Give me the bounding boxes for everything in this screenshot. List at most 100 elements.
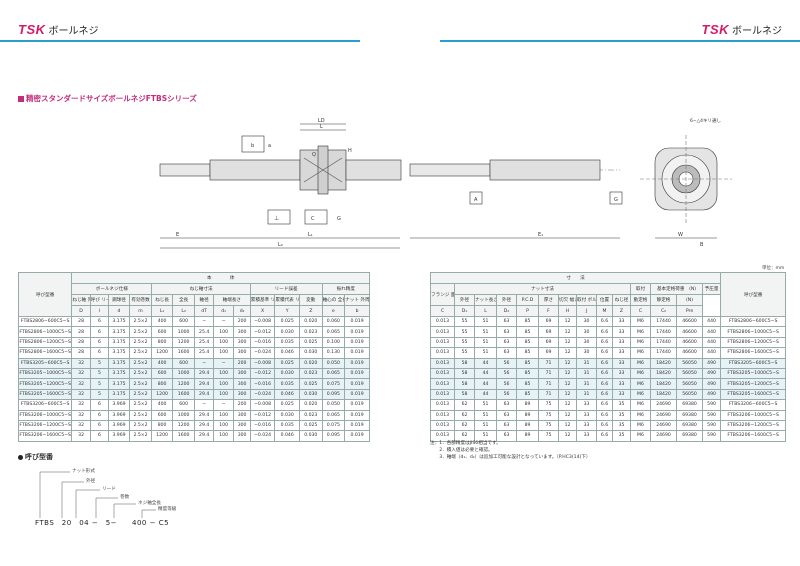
table-cell: 300 [233,367,251,380]
table-cell: 28 [71,336,91,349]
col-header: ねじ軸 外径 [71,294,91,306]
table-cell: 0.013 [430,378,455,390]
table-cell: 69 [538,336,559,349]
col-symbol: L [474,305,497,317]
col-header: 厚さ [538,294,559,306]
table-cell: 200 [233,315,251,328]
col-symbol: J [576,305,597,317]
table-cell: 6.6 [596,367,613,380]
square-bullet-icon [18,95,24,102]
col-symbol: Z [299,305,323,317]
table-cell: 62 [454,409,475,421]
table-cell: 0.013 [430,347,455,359]
table-cell: 0.060 [321,315,346,328]
table-cell: 0.035 [274,336,300,349]
table-cell: 33 [576,419,597,432]
table-cell: − [194,357,214,369]
col-header: 軸端長さ [212,294,251,306]
table-cell: 590 [701,399,722,411]
table-cell: 0.035 [274,419,300,432]
table-cell: 0.019 [344,419,370,432]
table-cell: 55 [454,315,475,328]
table-cell: FTBS3206−600C5−S [720,399,787,411]
table-cell: 12 [558,347,577,359]
table-cell: 25.4 [194,336,214,349]
table-cell: 33 [612,347,631,359]
table-cell: 0.095 [321,388,346,401]
table-cell: 0.030 [299,430,323,442]
label-outer-dia: 外径 [86,479,96,484]
dim-e1: E₁ [538,232,543,238]
table-cell: FTBS2806−1000C5−S [720,326,787,338]
table-cell: 56 [496,378,517,390]
col-header: 変動 [299,294,323,306]
table-cell: 100 [212,347,235,359]
table-cell: 31 [576,378,597,390]
table-cell: M6 [630,419,651,432]
label-lead: リード [102,487,116,492]
table-cell: 5 [89,357,110,369]
table-cell: 3.175 [108,367,130,380]
table-cell: 46600 [676,336,703,349]
table-cell: 56 [496,388,517,401]
col-header: 累積代表 リード 誤差値 [274,294,300,306]
table-cell: FTBS2806−1200C5−S [720,336,787,349]
group-dims: 寸 法 [429,272,722,284]
table-cell: 18420 [650,357,677,369]
table-cell: 300 [233,409,251,421]
table-cell: 300 [233,378,251,390]
box-c: C [311,216,315,222]
table-cell: 0.050 [321,357,346,369]
col-header: 外径 [454,294,475,306]
table-cell: FTBS2806−600C5−S [17,315,73,328]
table-cell: M6 [630,326,651,338]
table-cell: 6 [89,419,110,432]
table-cell: 6.6 [596,378,613,390]
table-cell: 3.969 [108,399,130,411]
model-guide-title: 呼び型番 [18,452,53,462]
table-cell: 600 [151,326,173,338]
table-cell: 6.6 [596,347,613,359]
table-cell: FTBS2806−600C5−S [720,315,787,328]
table-cell: 6.6 [596,326,613,338]
model-guide-title-text: 呼び型番 [25,453,53,461]
table-cell: 2.5×2 [128,326,153,338]
col-header: 軸径 [194,294,214,306]
table-cell: 28 [71,326,91,338]
table-cell: 0.019 [344,357,370,369]
brand-right: TSK ボールネジ [702,22,783,37]
table-cell: −0.008 [249,399,276,411]
table-cell: 69 [538,347,559,359]
col-header: ナット 外周面 の振れ [344,294,370,306]
notes: 注：1．各部精度はJIS6相当です。 2．積入値は必要と確認。 3．軸端（d₁、… [430,440,590,461]
table-cell: 3.175 [108,347,130,359]
table-cell: 55 [454,326,475,338]
table-cell: 46600 [676,315,703,328]
table-cell: −0.024 [249,388,276,401]
col-header: 累積基準 リード 目標値 [249,294,276,306]
dim-e: E [176,232,179,238]
table-cell: 32 [71,367,91,380]
table-cell: M6 [630,336,651,349]
table-cell: − [212,357,235,369]
table-cell: 440 [701,315,722,328]
table-cell: −0.012 [249,326,276,338]
table-cell: M6 [630,315,651,328]
flange-end-view [640,135,732,239]
table-cell: − [194,315,214,328]
table-cell: 300 [233,388,251,401]
table-cell: 1000 [171,367,196,380]
table-cell: 28 [71,315,91,328]
table-cell: 85 [516,347,539,359]
table-cell: 6 [89,430,110,442]
table-cell: 0.013 [430,326,455,338]
